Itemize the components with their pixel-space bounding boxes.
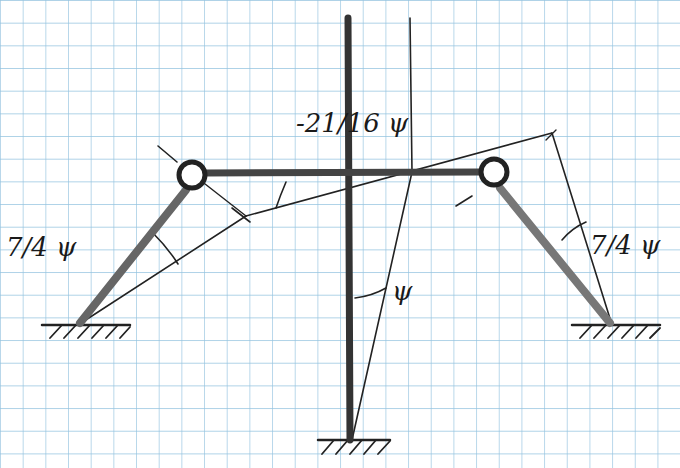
angle-label: 7/4 ψ	[6, 234, 77, 260]
angle-label: 7/4 ψ	[590, 232, 661, 258]
angle-label: -21/16 ψ	[296, 110, 408, 136]
angle-label: ψ	[392, 278, 412, 304]
